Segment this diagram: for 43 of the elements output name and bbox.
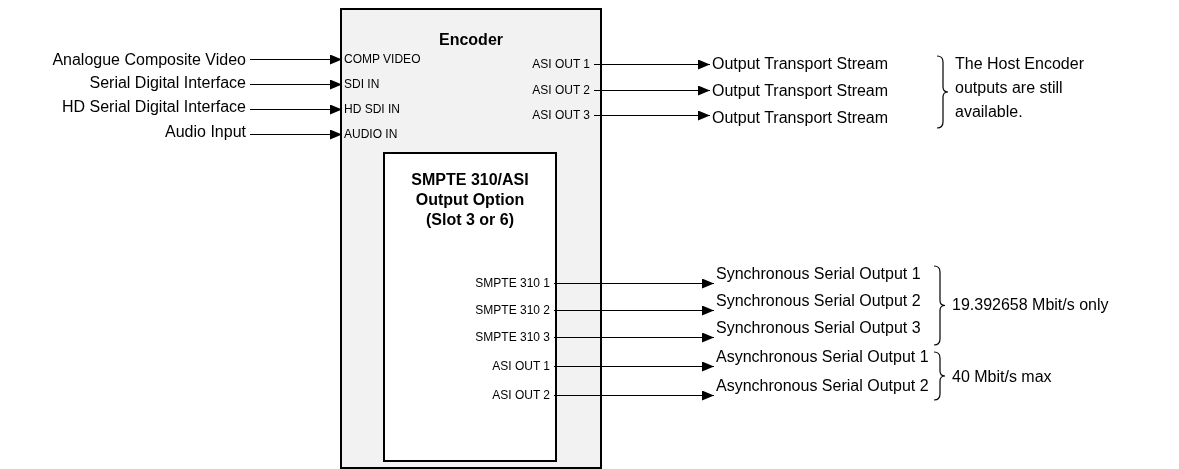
port-label: ASI OUT 1 — [532, 57, 590, 72]
input-label: Serial Digital Interface — [89, 73, 246, 93]
encoder-box — [340, 8, 602, 469]
output-label: Asynchronous Serial Output 1 — [716, 347, 929, 367]
output-label: Output Transport Stream — [712, 54, 889, 74]
output-label: Asynchronous Serial Output 2 — [716, 376, 929, 396]
output-label: Synchronous Serial Output 2 — [716, 291, 921, 311]
arrow — [249, 104, 343, 115]
output-label: Output Transport Stream — [712, 81, 889, 101]
arrow — [553, 390, 715, 401]
port-label: SMPTE 310 2 — [475, 303, 550, 318]
arrow — [249, 54, 343, 65]
note-text: The Host Encoder outputs are still available. — [955, 54, 1085, 122]
output-label: Output Transport Stream — [712, 108, 889, 128]
arrow — [593, 59, 711, 70]
port-label: ASI OUT 2 — [492, 388, 550, 403]
port-label: AUDIO IN — [344, 127, 398, 142]
arrow — [553, 278, 715, 289]
output-label: Synchronous Serial Output 1 — [716, 264, 921, 284]
arrow — [553, 361, 715, 372]
arrow — [249, 79, 343, 90]
arrow — [553, 332, 715, 343]
port-label: ASI OUT 1 — [492, 359, 550, 374]
note-text: 19.392658 Mbit/s only — [952, 295, 1109, 315]
port-label: SDI IN — [344, 77, 380, 92]
port-label: ASI OUT 2 — [532, 83, 590, 98]
input-label: Analogue Composite Video — [52, 50, 246, 70]
output-label: Synchronous Serial Output 3 — [716, 318, 921, 338]
option-card-box — [383, 152, 557, 462]
port-label: ASI OUT 3 — [532, 108, 590, 123]
port-label: SMPTE 310 3 — [475, 330, 550, 345]
input-label: HD Serial Digital Interface — [61, 97, 246, 117]
input-label: Audio Input — [165, 122, 246, 142]
port-label: HD SDI IN — [344, 102, 400, 117]
port-label: SMPTE 310 1 — [475, 276, 550, 291]
port-label: COMP VIDEO — [344, 52, 421, 67]
box-title: SMPTE 310/ASI Output Option (Slot 3 or 6) — [410, 170, 530, 230]
arrow — [593, 85, 711, 96]
arrow — [553, 305, 715, 316]
note-text: 40 Mbit/s max — [952, 367, 1052, 387]
arrow — [249, 129, 343, 140]
box-title: Encoder — [438, 30, 504, 50]
arrow — [593, 110, 711, 121]
